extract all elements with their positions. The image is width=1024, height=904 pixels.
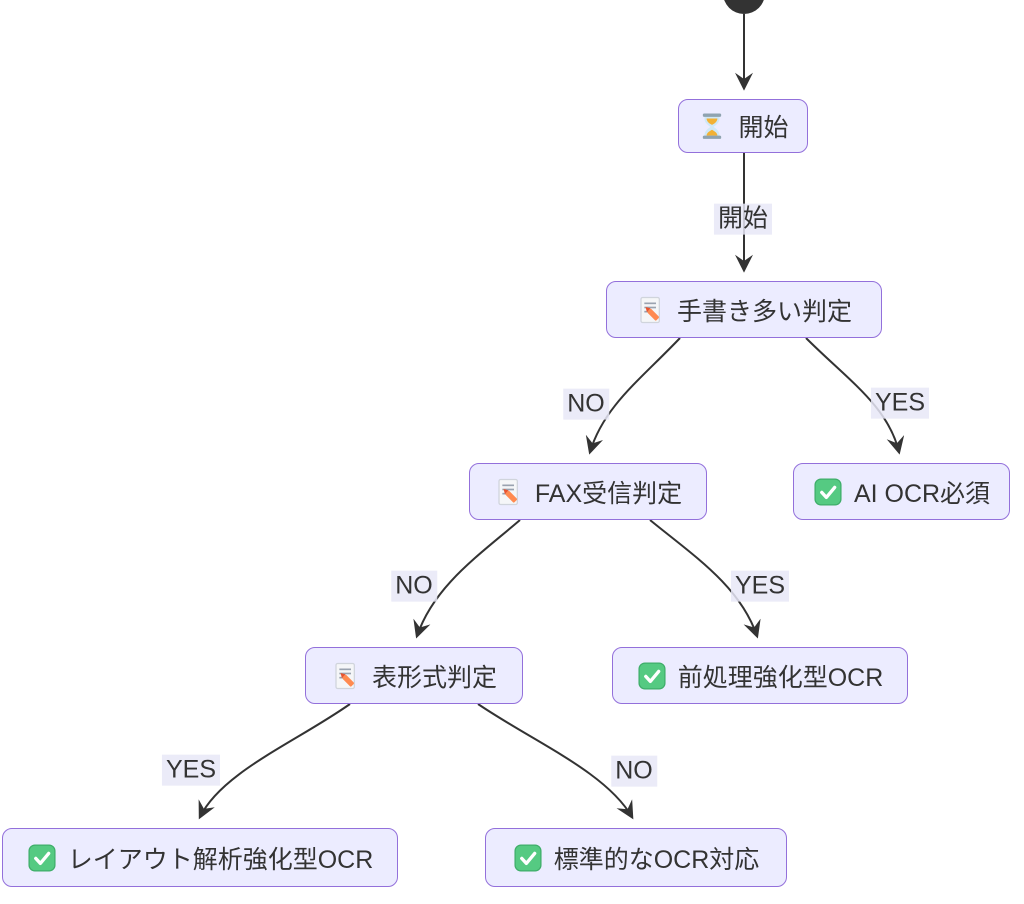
edge-handwriting-aiocr xyxy=(805,337,905,455)
state-node-label: 前処理強化型OCR xyxy=(677,663,884,692)
check-icon xyxy=(27,843,57,873)
state-node-table-format-check: 表形式判定 xyxy=(305,647,523,704)
hourglass-icon xyxy=(697,111,727,141)
state-node-start: 開始 xyxy=(678,99,808,153)
state-node-label: AI OCR必須 xyxy=(853,479,991,508)
state-node-label: 手書き多い判定 xyxy=(676,297,852,326)
edge-fax-preprocess xyxy=(649,519,761,639)
edge-label-yes-1: YES xyxy=(870,387,930,419)
state-node-handwriting-check: 手書き多い判定 xyxy=(606,281,882,338)
state-node-label: FAX受信判定 xyxy=(534,479,683,508)
edge-handwriting-fax xyxy=(585,337,681,455)
check-icon xyxy=(513,843,543,873)
memo-icon xyxy=(636,295,666,325)
edge-label-yes-2: YES xyxy=(730,570,790,602)
check-icon xyxy=(813,477,843,507)
edge-table-standard xyxy=(477,703,634,820)
check-icon xyxy=(637,661,667,691)
edge-label-yes-3: YES xyxy=(161,754,221,786)
state-node-standard-ocr: 標準的なOCR対応 xyxy=(485,828,787,887)
memo-icon xyxy=(331,661,361,691)
state-node-layout-analysis-ocr: レイアウト解析強化型OCR xyxy=(2,828,398,887)
state-node-ai-ocr-required: AI OCR必須 xyxy=(793,463,1010,520)
edge-label-no-1: NO xyxy=(563,388,609,420)
initial-state-dot xyxy=(724,0,764,14)
edge-label-no-2: NO xyxy=(391,570,437,602)
state-node-preprocessing-ocr: 前処理強化型OCR xyxy=(612,647,908,704)
memo-icon xyxy=(494,477,524,507)
edge-label-start: 開始 xyxy=(713,203,773,235)
edge-table-layout xyxy=(198,703,351,820)
edge-label-no-3: NO xyxy=(611,755,657,787)
state-node-label: レイアウト解析強化型OCR xyxy=(67,845,374,874)
state-node-label: 表形式判定 xyxy=(371,663,497,692)
state-node-label: 開始 xyxy=(738,114,789,142)
edge-fax-table xyxy=(413,519,521,639)
state-node-label: 標準的なOCR対応 xyxy=(553,845,760,874)
state-node-fax-check: FAX受信判定 xyxy=(469,463,707,520)
